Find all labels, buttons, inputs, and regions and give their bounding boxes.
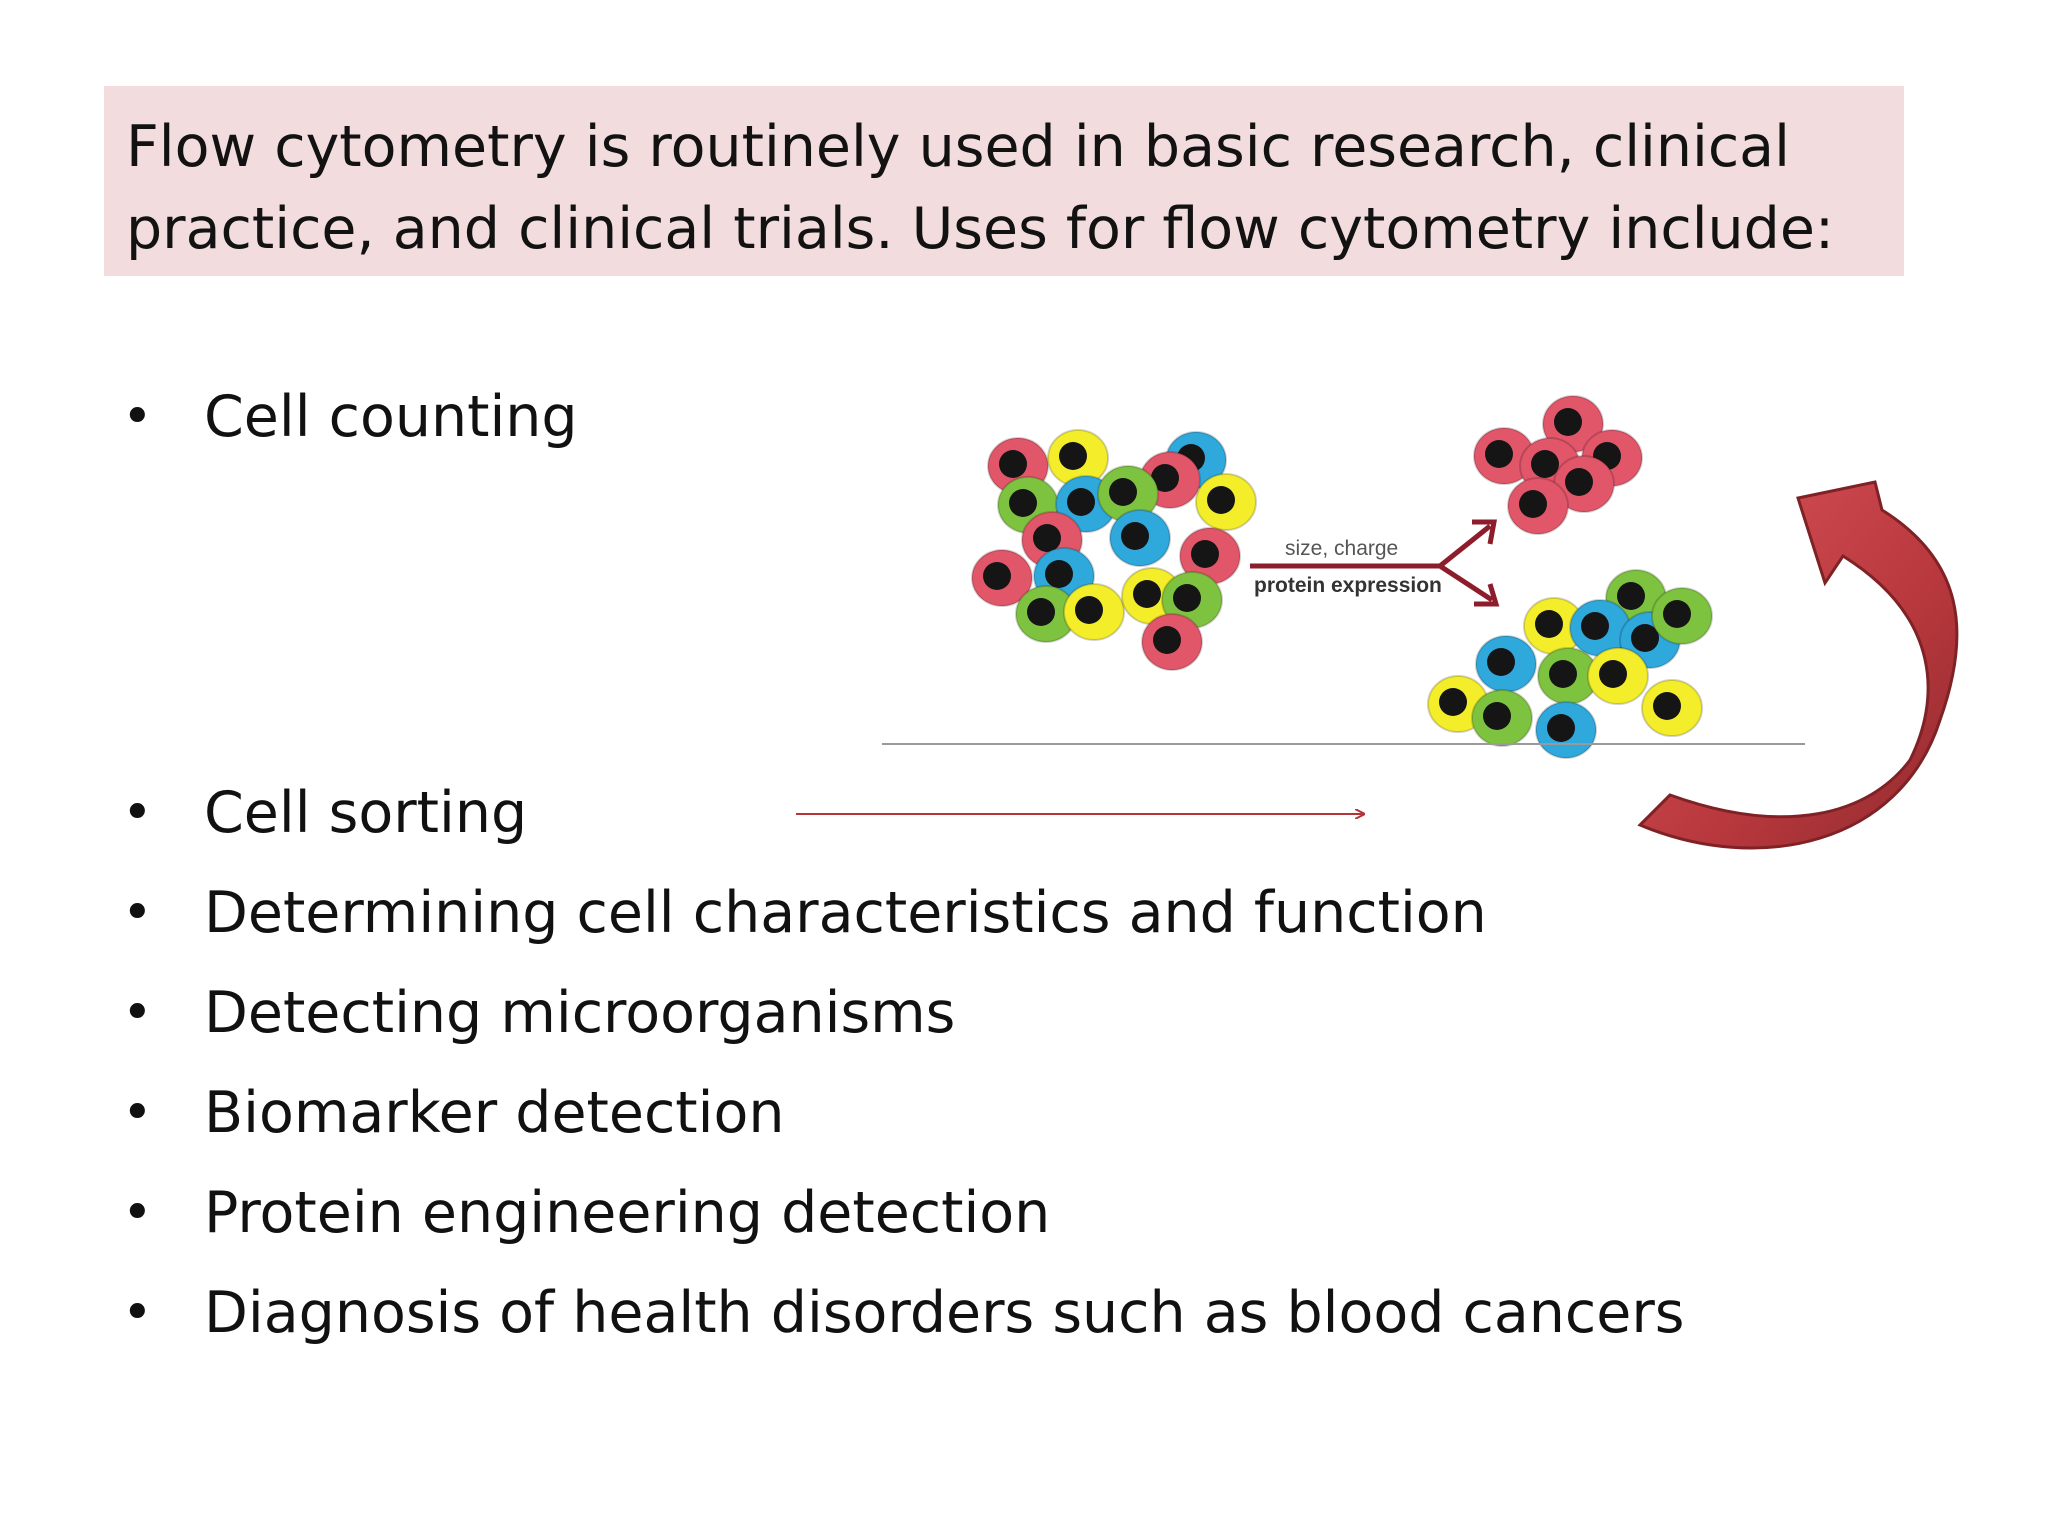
bullet-marker: •	[122, 1283, 153, 1343]
cell-icon	[1473, 427, 1535, 485]
bullet-text: Detecting microorganisms	[204, 980, 956, 1046]
sorted-red-cells-cluster	[1473, 395, 1643, 535]
cell-icon	[971, 549, 1033, 607]
figure-label-size-charge: size, charge	[1285, 537, 1398, 560]
bullet-marker: •	[122, 1183, 153, 1243]
cell-icon	[1553, 455, 1615, 513]
curved-arrow-icon	[1637, 480, 1959, 850]
bullet-text: Determining cell characteristics and fun…	[204, 880, 1487, 946]
cell-icon	[1641, 679, 1703, 737]
bullet-text: Protein engineering detection	[204, 1180, 1051, 1246]
cell-icon	[1542, 395, 1604, 453]
bullet-marker: •	[122, 783, 153, 843]
cell-icon	[1015, 585, 1077, 643]
sorted-mixed-cells-cluster	[1427, 569, 1713, 759]
cell-icon	[1587, 647, 1649, 705]
cell-icon	[1097, 465, 1159, 523]
figure-label-protein-expression: protein expression	[1254, 574, 1442, 597]
cell-icon	[1507, 477, 1569, 535]
bullet-marker: •	[122, 983, 153, 1043]
bullet-text: Diagnosis of health disorders such as bl…	[204, 1280, 1685, 1346]
sorting-split-arrow-icon	[1250, 519, 1500, 607]
bullet-text: Cell counting	[204, 384, 578, 450]
bullet-marker: •	[122, 883, 153, 943]
cell-icon	[1141, 613, 1203, 671]
cell-icon	[1569, 599, 1631, 657]
bullet-marker: •	[122, 1083, 153, 1143]
intro-line-2: practice, and clinical trials. Uses for …	[126, 196, 1835, 262]
bullet-text: Biomarker detection	[204, 1080, 785, 1146]
intro-text-box: Flow cytometry is routinely used in basi…	[104, 86, 1904, 276]
cell-icon	[1195, 473, 1257, 531]
cell-icon	[1063, 583, 1125, 641]
bullet-text: Cell sorting	[204, 780, 528, 846]
cell-icon	[1471, 689, 1533, 747]
cell-icon	[1475, 635, 1537, 693]
bullet-marker: •	[122, 387, 153, 447]
cell-icon	[1047, 429, 1109, 487]
cell-icon	[1651, 587, 1713, 645]
cell-icon	[1109, 509, 1171, 567]
unsorted-cells-cluster	[971, 429, 1257, 671]
intro-line-1: Flow cytometry is routinely used in basi…	[126, 114, 1790, 180]
cell-icon	[1535, 701, 1597, 759]
